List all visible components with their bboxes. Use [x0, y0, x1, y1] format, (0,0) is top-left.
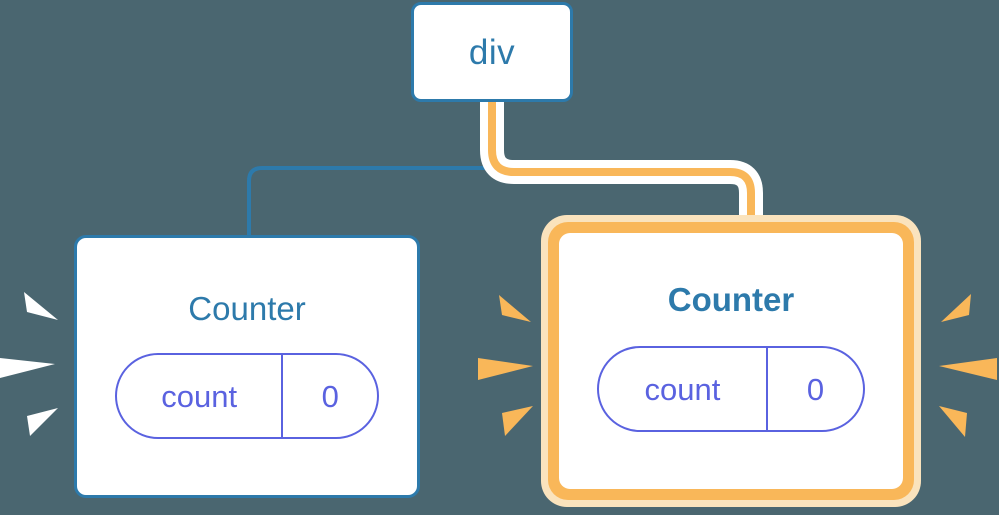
node-counter-right-highlight-ring: Counter count 0: [541, 215, 921, 507]
counter-right-state-value-label: 0: [806, 371, 825, 407]
counter-left-state-key: count: [117, 355, 284, 437]
sparkle-ray-icon: [941, 294, 971, 322]
sparkle-ray-icon: [502, 406, 533, 436]
sparkle-rays-left-white: [0, 282, 64, 446]
counter-left-title: Counter: [188, 290, 306, 327]
sparkle-ray-icon: [499, 295, 531, 322]
sparkle-rays-right-orange: [931, 282, 999, 446]
sparkle-ray-icon: [939, 358, 997, 380]
sparkle-ray-icon: [0, 358, 55, 378]
sparkle-ray-icon: [24, 292, 58, 320]
counter-right-title: Counter: [667, 281, 795, 318]
counter-right-state-pill[interactable]: count 0: [597, 346, 865, 432]
node-div-label: div: [468, 32, 516, 72]
node-div[interactable]: div: [411, 2, 573, 102]
counter-right-state-key-label: count: [644, 371, 721, 407]
counter-right-state-key: count: [599, 348, 768, 430]
counter-left-state-value-label: 0: [321, 378, 339, 414]
edge-div-to-counter-left: [247, 99, 494, 239]
counter-left-state-value: 0: [283, 355, 377, 437]
sparkle-rays-middle-orange: [478, 282, 538, 446]
counter-right-state-value: 0: [768, 348, 863, 430]
node-counter-left[interactable]: Counter count 0: [74, 235, 420, 498]
counter-left-state-key-label: count: [161, 378, 238, 414]
counter-left-body: Counter count 0: [77, 238, 417, 495]
counter-left-state-pill[interactable]: count 0: [115, 353, 379, 439]
node-counter-right-highlight-border: Counter count 0: [548, 222, 914, 500]
sparkle-ray-icon: [478, 358, 533, 380]
sparkle-ray-icon: [939, 406, 967, 437]
sparkle-ray-icon: [27, 408, 58, 436]
counter-right-body: Counter count 0: [559, 233, 903, 489]
node-counter-right[interactable]: Counter count 0: [559, 233, 903, 489]
